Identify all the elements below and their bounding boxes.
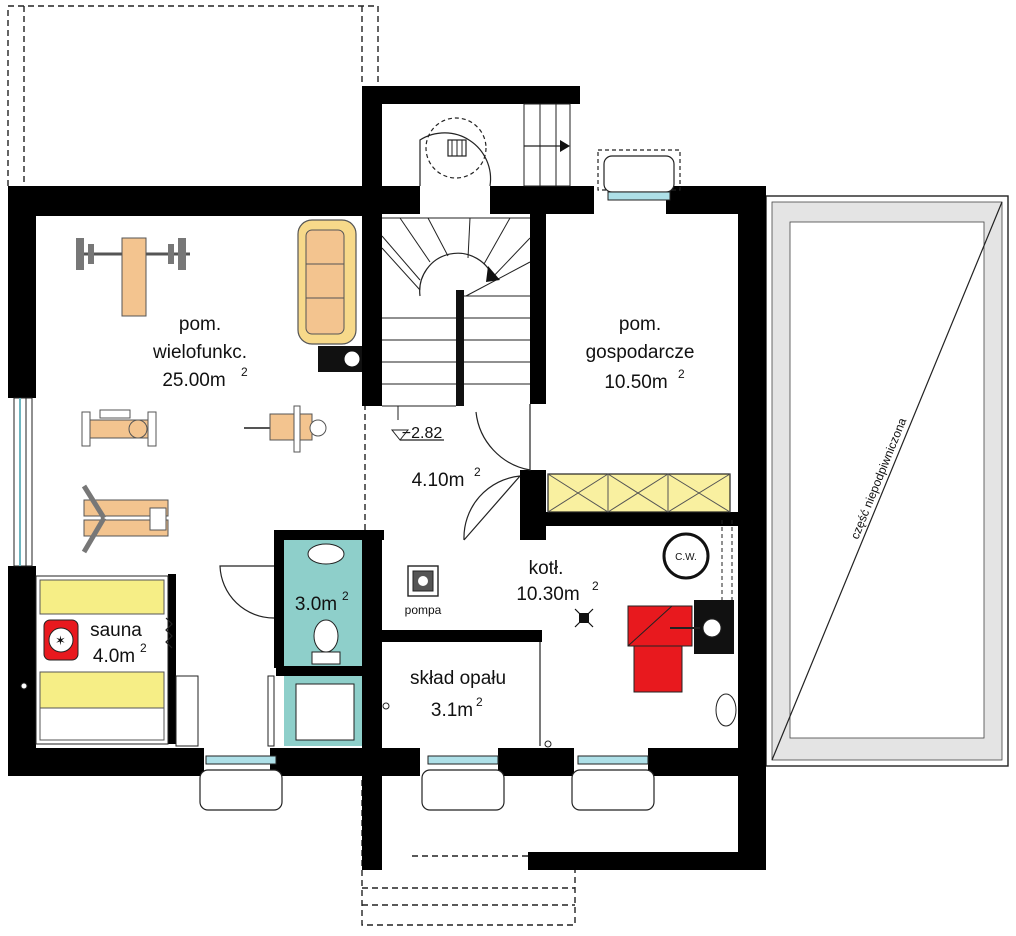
multi-room-name: pom. bbox=[179, 314, 221, 335]
walls bbox=[8, 86, 766, 870]
sauna: ✶ bbox=[35, 575, 199, 747]
hall-area: 4.10m bbox=[412, 470, 465, 491]
hall-door bbox=[475, 404, 531, 471]
staircase bbox=[381, 217, 531, 420]
west-window bbox=[13, 397, 33, 567]
hall-area-sup: 2 bbox=[474, 465, 481, 479]
multi-room-sup: 2 bbox=[241, 365, 248, 379]
fuel-store-sup: 2 bbox=[476, 695, 483, 709]
bathroom-sup: 2 bbox=[342, 589, 349, 603]
sauna-name: sauna bbox=[90, 620, 142, 641]
room-labels: pom. wielofunkc. 25.00m 2 pom. gospodarc… bbox=[90, 314, 694, 721]
outside-stairs bbox=[523, 103, 571, 187]
boiler-room: C.W. bbox=[382, 520, 737, 748]
cw-label: C.W. bbox=[675, 552, 697, 563]
sofa bbox=[297, 219, 362, 372]
wall-outlet bbox=[20, 682, 28, 690]
gym-equipment bbox=[76, 237, 327, 554]
svg-text:✶: ✶ bbox=[55, 633, 66, 648]
boiler-door bbox=[463, 475, 521, 541]
bathroom bbox=[219, 540, 362, 747]
unexcavated-area: część niepodpiwniczona bbox=[765, 195, 1009, 767]
window-wells bbox=[199, 149, 681, 811]
hall-level: −2.82 bbox=[402, 425, 443, 442]
utility-room-area: 10.50m bbox=[604, 372, 667, 393]
boiler-room-name: kotł. bbox=[529, 558, 564, 579]
sauna-sup: 2 bbox=[140, 641, 147, 655]
utility-room-sup: 2 bbox=[678, 367, 685, 381]
bathroom-area: 3.0m bbox=[295, 594, 337, 615]
boiler-room-sup: 2 bbox=[592, 579, 599, 593]
boiler-room-area: 10.30m bbox=[516, 584, 579, 605]
multi-room-area: 25.00m bbox=[162, 370, 225, 391]
utility-room-name: pom. bbox=[619, 314, 661, 335]
fuel-store-name: skład opału bbox=[410, 668, 506, 689]
utility-storage bbox=[547, 473, 731, 513]
elevation-marker-icon bbox=[390, 429, 410, 441]
multi-room-name2: wielofunkc. bbox=[152, 342, 247, 363]
utility-room-name2: gospodarcze bbox=[586, 342, 695, 363]
pump-label: pompa bbox=[405, 603, 442, 617]
sauna-area: 4.0m bbox=[93, 646, 135, 667]
vestibule bbox=[419, 117, 492, 187]
fuel-store-area: 3.1m bbox=[431, 700, 473, 721]
